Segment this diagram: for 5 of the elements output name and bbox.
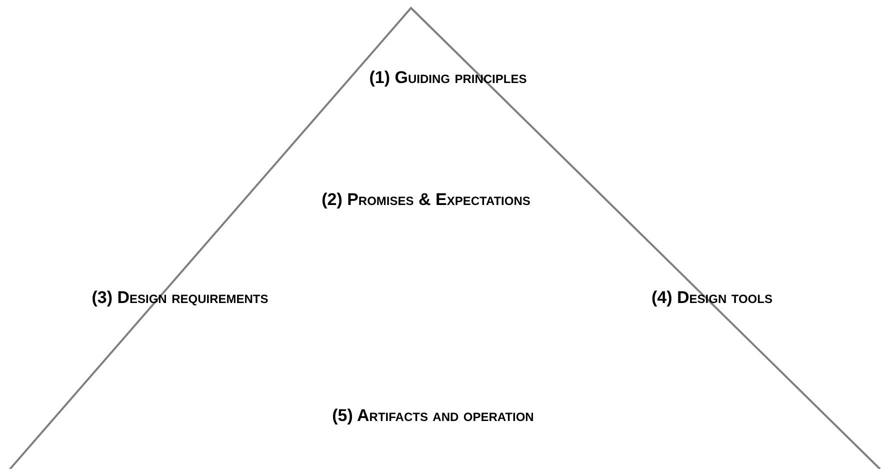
level-label: (3) Design requirements xyxy=(92,287,268,309)
level-label: (2) Promises & Expectations xyxy=(322,189,530,211)
level-label: (4) Design tools xyxy=(652,287,772,309)
level-label: (1) Guiding principles xyxy=(369,67,527,89)
level-label: (5) Artifacts and operation xyxy=(332,405,534,427)
